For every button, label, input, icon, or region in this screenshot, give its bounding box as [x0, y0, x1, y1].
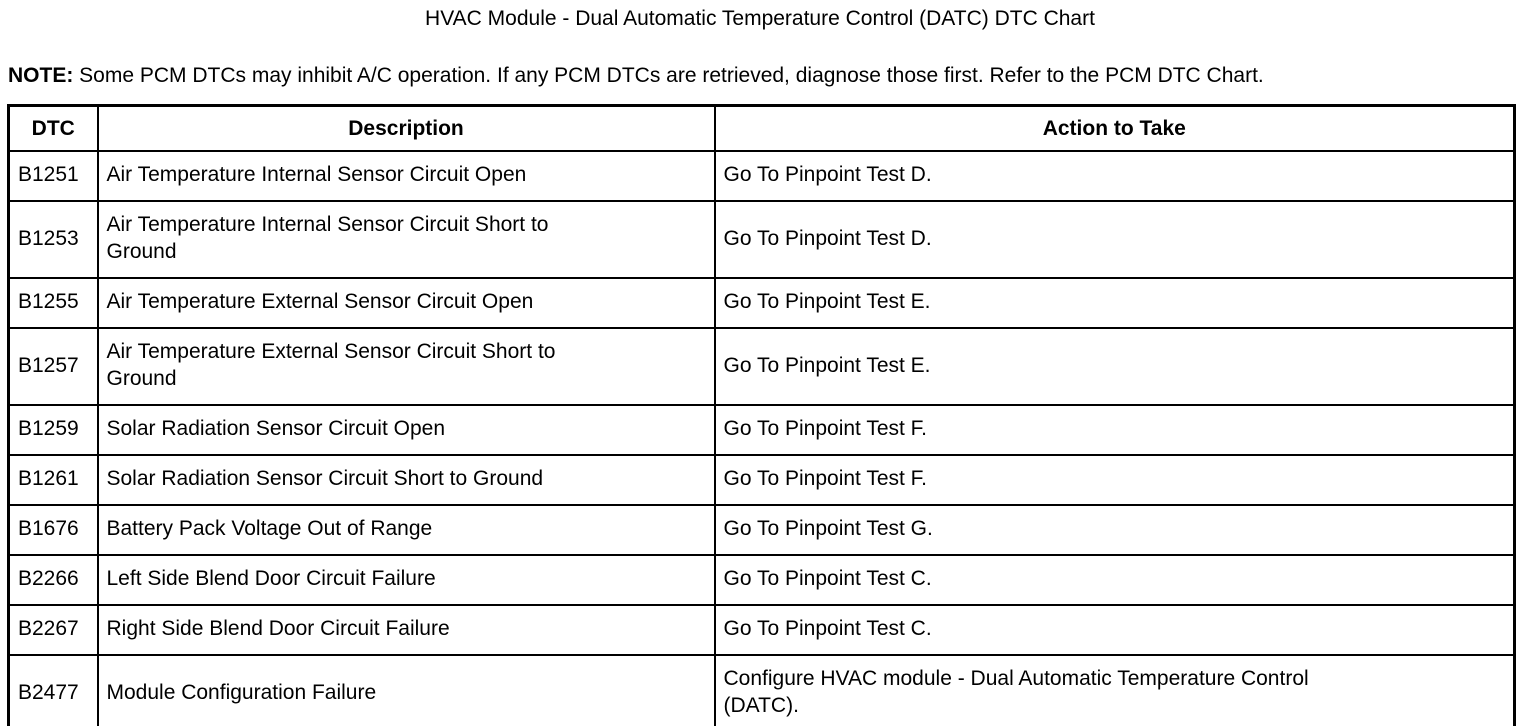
dtc-cell: B2477 [7, 654, 99, 726]
page-title: HVAC Module - Dual Automatic Temperature… [425, 7, 1095, 30]
description-cell: Right Side Blend Door Circuit Failure [96, 604, 716, 656]
header-row: DTC Description Action to Take [7, 104, 1516, 152]
note-label: NOTE: [8, 64, 74, 87]
action-cell: Go To Pinpoint Test D. [713, 200, 1516, 279]
dtc-cell: B1255 [7, 277, 99, 329]
dtc-cell: B1261 [7, 454, 99, 506]
header-description: Description [96, 104, 716, 152]
description-cell: Module Configuration Failure [96, 654, 716, 726]
dtc-cell: B1259 [7, 404, 99, 456]
action-cell: Go To Pinpoint Test G. [713, 504, 1516, 556]
description-cell: Air Temperature External Sensor Circuit … [96, 277, 716, 329]
description-cell: Left Side Blend Door Circuit Failure [96, 554, 716, 606]
description-cell: Air Temperature Internal Sensor Circuit … [96, 200, 716, 279]
action-cell: Go To Pinpoint Test E. [713, 327, 1516, 406]
header-dtc: DTC [7, 104, 99, 152]
dtc-cell: B2267 [7, 604, 99, 656]
dtc-cell: B2266 [7, 554, 99, 606]
action-cell: Go To Pinpoint Test E. [713, 277, 1516, 329]
dtc-cell: B1676 [7, 504, 99, 556]
description-cell: Air Temperature Internal Sensor Circuit … [96, 150, 716, 202]
action-cell: Go To Pinpoint Test F. [713, 404, 1516, 456]
table-header: DTC Description Action to Take [7, 104, 1516, 152]
action-cell: Go To Pinpoint Test C. [713, 554, 1516, 606]
description-cell: Air Temperature External Sensor Circuit … [96, 327, 716, 406]
dtc-cell: B1251 [7, 150, 99, 202]
description-cell: Solar Radiation Sensor Circuit Short to … [96, 454, 716, 506]
header-action-to-take: Action to Take [713, 104, 1516, 152]
description-cell: Solar Radiation Sensor Circuit Open [96, 404, 716, 456]
action-cell: Go To Pinpoint Test D. [713, 150, 1516, 202]
note-text: Some PCM DTCs may inhibit A/C operation.… [73, 64, 1264, 87]
description-cell: Battery Pack Voltage Out of Range [96, 504, 716, 556]
dtc-cell: B1257 [7, 327, 99, 406]
dtc-cell: B1253 [7, 200, 99, 279]
note: NOTE: Some PCM DTCs may inhibit A/C oper… [8, 63, 1513, 89]
action-cell: Go To Pinpoint Test C. [713, 604, 1516, 656]
action-cell: Configure HVAC module - Dual Automatic T… [713, 654, 1516, 726]
action-cell: Go To Pinpoint Test F. [713, 454, 1516, 506]
